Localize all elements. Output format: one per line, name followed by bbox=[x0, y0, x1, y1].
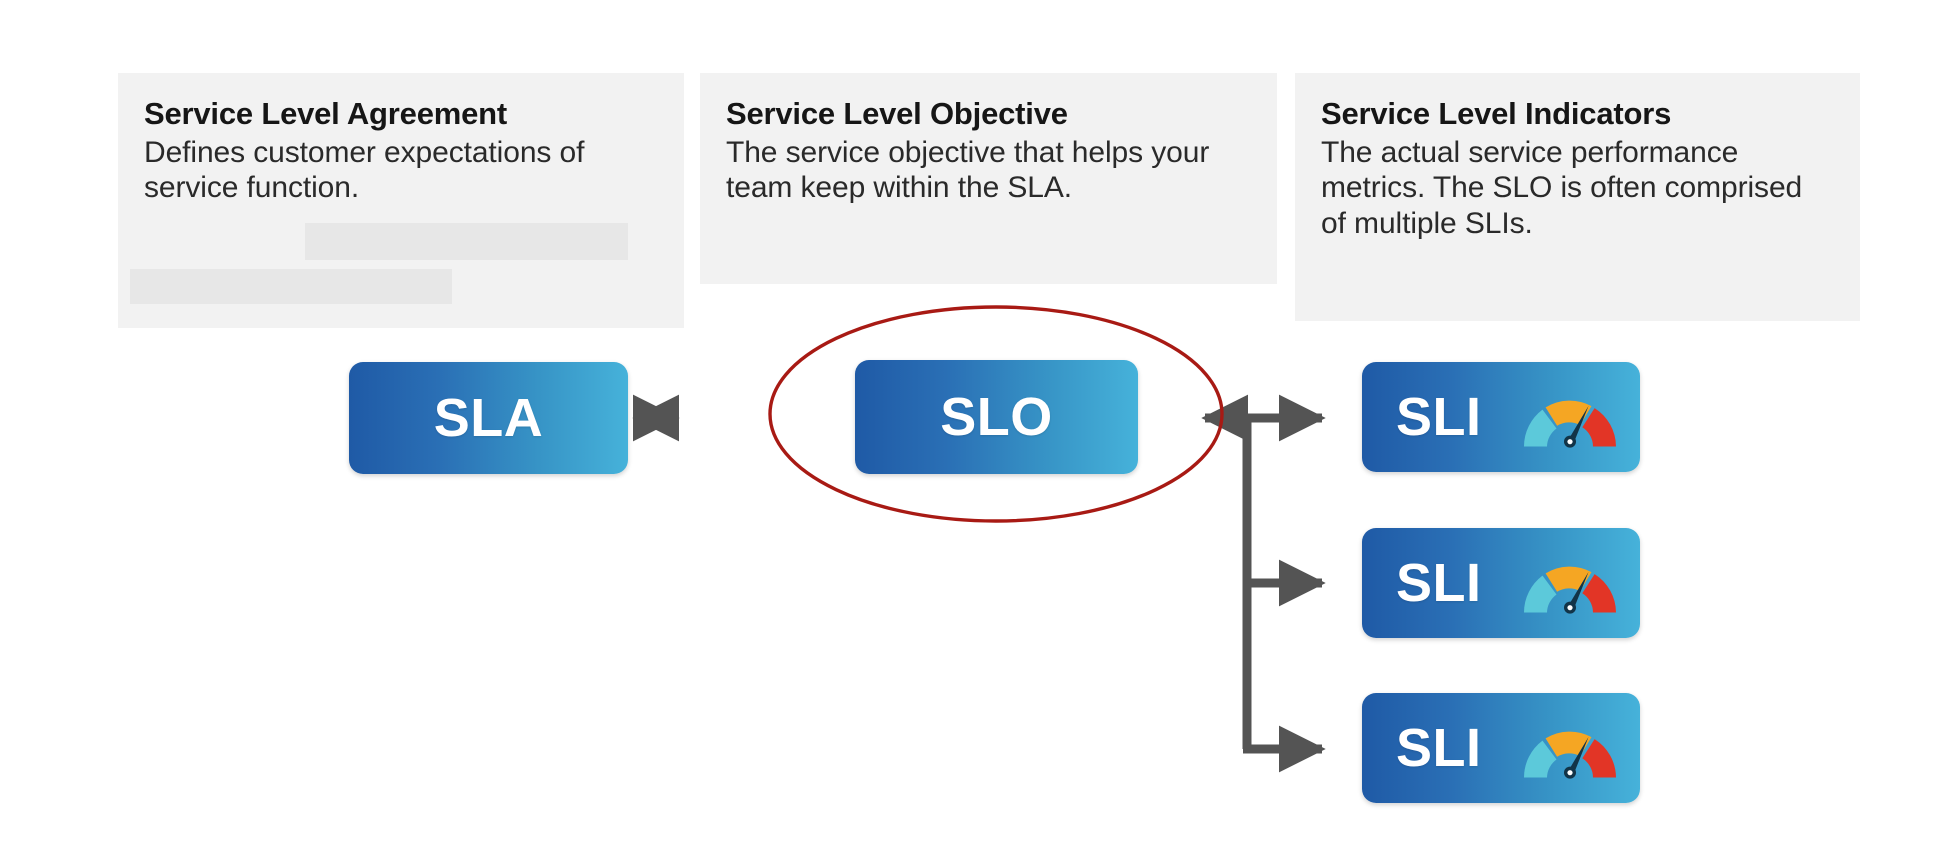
node-sli-1[interactable]: SLI bbox=[1362, 362, 1640, 472]
node-slo-label: SLO bbox=[940, 387, 1053, 447]
card-service-level-agreement: Service Level Agreement Defines customer… bbox=[118, 73, 684, 328]
card-title: Service Level Indicators bbox=[1321, 96, 1672, 131]
card-title: Service Level Objective bbox=[726, 96, 1068, 131]
node-slo[interactable]: SLO bbox=[855, 360, 1138, 474]
speedometer-gauge-icon bbox=[1518, 554, 1622, 616]
speedometer-gauge-icon bbox=[1518, 388, 1622, 450]
node-sli-3[interactable]: SLI bbox=[1362, 693, 1640, 803]
node-sli-label: SLI bbox=[1396, 553, 1482, 613]
node-sli-label: SLI bbox=[1396, 387, 1482, 447]
node-sli-2[interactable]: SLI bbox=[1362, 528, 1640, 638]
node-sli-label: SLI bbox=[1396, 718, 1482, 778]
card-body: Defines customer expectations of service… bbox=[144, 135, 585, 205]
card-body: The service objective that helps your te… bbox=[726, 135, 1210, 205]
redaction-bar bbox=[130, 269, 452, 304]
card-service-level-objective: Service Level Objective The service obje… bbox=[700, 73, 1277, 284]
card-body: The actual service performance metrics. … bbox=[1321, 135, 1803, 240]
node-sla-label: SLA bbox=[433, 388, 544, 448]
card-title: Service Level Agreement bbox=[144, 96, 507, 131]
node-sla[interactable]: SLA bbox=[349, 362, 628, 474]
speedometer-gauge-icon bbox=[1518, 719, 1622, 781]
redaction-bar bbox=[305, 223, 628, 260]
card-service-level-indicators: Service Level Indicators The actual serv… bbox=[1295, 73, 1860, 321]
